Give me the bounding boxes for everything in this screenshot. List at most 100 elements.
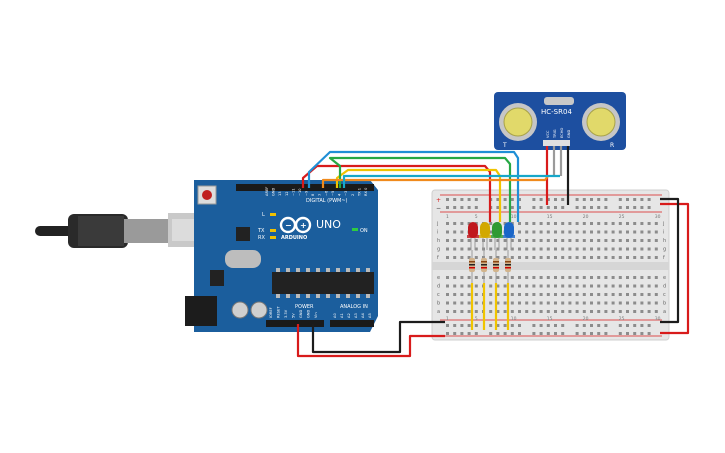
row-letter: g: [437, 247, 440, 253]
resistor-4[interactable]: [505, 250, 511, 283]
led-3[interactable]: [491, 222, 503, 250]
sensor-side-r: R: [610, 142, 614, 149]
arduino-uno-board[interactable]: L TX RX ON − + UNO ARDUINO DIGITAL (PWM~…: [185, 180, 378, 332]
sensor-pin-label: VCC: [546, 130, 550, 138]
rail-plus-label: +: [436, 197, 441, 204]
row-letter: d: [663, 284, 666, 290]
pin-label: GND: [307, 310, 311, 318]
column-number: 25: [619, 214, 625, 220]
atmega-chip: [272, 272, 374, 294]
led-label-rx: RX: [258, 235, 265, 241]
crystal: [225, 250, 261, 268]
rail-minus-label: −: [436, 205, 441, 212]
pin-label: A1: [340, 313, 344, 318]
pin-label: TX 1: [357, 188, 361, 197]
pin-label: 4: [338, 193, 342, 196]
led-2[interactable]: [479, 222, 491, 250]
sensor-model: HC-SR04: [541, 108, 572, 116]
pin-label: ~5: [331, 191, 335, 196]
sensor-side-t: T: [502, 142, 507, 149]
pin-label: ~10: [298, 188, 302, 196]
pin-label: RESET: [277, 306, 281, 318]
pin-label: 13: [278, 191, 282, 196]
row-letter: d: [437, 284, 440, 290]
column-number: 20: [583, 214, 589, 220]
column-number: 10: [511, 214, 517, 220]
pin-label: A4: [361, 313, 365, 318]
row-letter: c: [437, 292, 440, 298]
resistor-2[interactable]: [481, 250, 487, 283]
resistor-3[interactable]: [493, 250, 499, 283]
pin-label: ~11: [291, 188, 295, 196]
wire-pin-cyan: [342, 174, 560, 188]
column-number: 15: [547, 214, 553, 220]
board-brand: ARDUINO: [281, 235, 307, 241]
pin-label: RX 0: [364, 187, 368, 196]
wire-pin-green: [328, 156, 512, 222]
board-model: UNO: [316, 218, 341, 231]
analog-header[interactable]: [330, 320, 374, 327]
pin-label: ~3: [344, 191, 348, 196]
column-number: 25: [619, 316, 625, 322]
row-letter: g: [663, 247, 666, 253]
breadboard-holes[interactable]: [446, 198, 658, 335]
led-l-indicator: [270, 213, 276, 216]
pin-label: ~6: [324, 190, 328, 196]
pin-label: 5V: [292, 313, 296, 318]
row-letter: j: [436, 221, 438, 227]
row-letter: a: [663, 309, 666, 315]
resistor-1[interactable]: [469, 250, 475, 283]
led-label-tx: TX: [257, 228, 265, 234]
row-letter: h: [663, 238, 666, 244]
sensor-pin-label: ECHO: [560, 128, 564, 138]
resistor-group[interactable]: [469, 250, 511, 283]
column-number: 30: [655, 214, 661, 220]
pin-label: 2: [351, 194, 355, 196]
led-group[interactable]: [467, 222, 515, 250]
column-number: 30: [655, 316, 661, 322]
column-number: 10: [511, 316, 517, 322]
power-jack[interactable]: [185, 296, 217, 326]
wire-pin-blue: [307, 150, 520, 222]
led-1[interactable]: [467, 222, 479, 250]
led-4[interactable]: [503, 222, 515, 250]
column-number: 1: [446, 316, 449, 322]
usb-cable[interactable]: [35, 213, 198, 248]
sensor-crystal: [544, 97, 574, 105]
digital-header[interactable]: [236, 184, 374, 191]
sensor-pin-label: GND: [567, 130, 571, 138]
wire-pin-orange: [321, 175, 549, 188]
on-label: ON: [360, 228, 368, 234]
analog-label: ANALOG IN: [340, 304, 368, 310]
column-number: 20: [583, 316, 589, 322]
row-letter: a: [437, 309, 440, 315]
row-letter: e: [663, 275, 666, 281]
svg-text:−: −: [285, 221, 292, 230]
row-letter: e: [437, 275, 440, 281]
digital-label: DIGITAL (PWM~): [306, 198, 348, 204]
pin-label: GND: [272, 188, 276, 196]
column-number: 5: [475, 316, 478, 322]
on-indicator: [352, 228, 358, 231]
pin-label: AREF: [265, 187, 269, 196]
pin-label: 12: [285, 191, 289, 196]
row-letter: j: [662, 221, 664, 227]
pin-label: A0: [333, 313, 337, 318]
pin-label: 7: [318, 194, 322, 196]
pin-label: A3: [354, 313, 358, 318]
row-letter: f: [437, 255, 439, 261]
pin-label: 8: [311, 193, 315, 196]
column-number: 15: [547, 316, 553, 322]
row-letter: f: [663, 255, 665, 261]
wires[interactable]: [296, 146, 690, 358]
reset-button[interactable]: [202, 190, 212, 200]
wire-gnd: [311, 320, 445, 354]
power-header[interactable]: [266, 320, 324, 327]
